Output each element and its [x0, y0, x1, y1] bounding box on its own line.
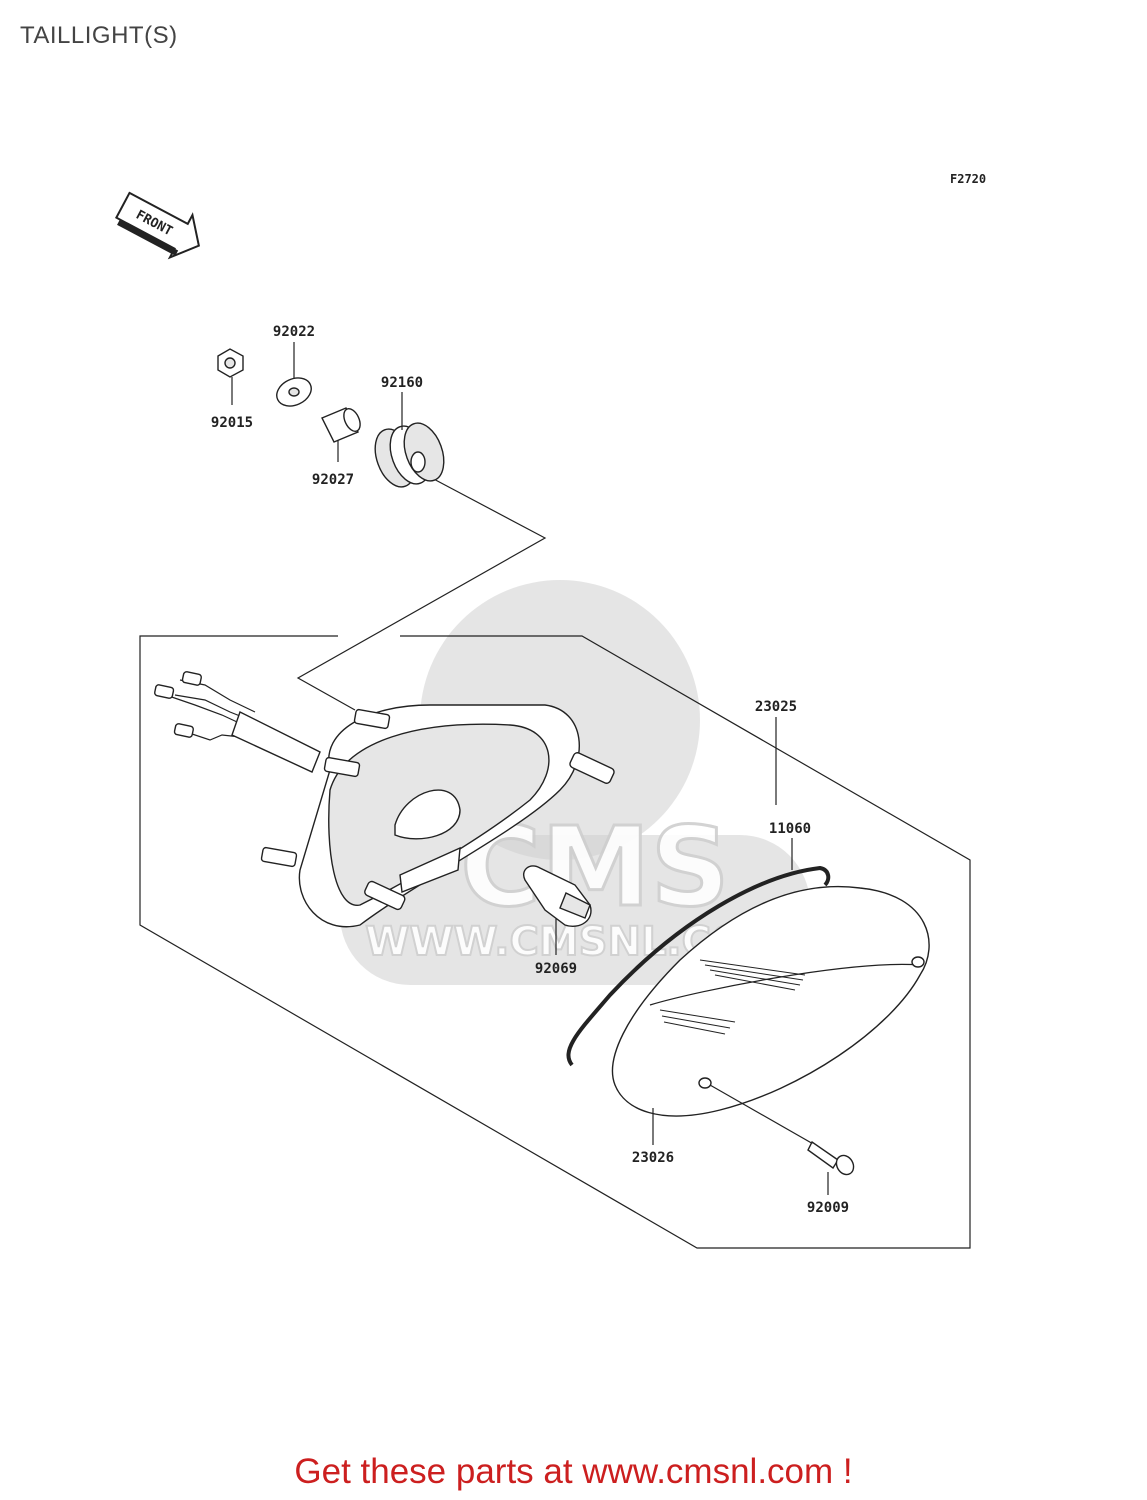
taillight-assembly-icon — [154, 671, 777, 928]
gasket-icon — [566, 838, 831, 1067]
figure-code: F2720 — [950, 172, 987, 186]
screw-icon — [709, 1084, 855, 1195]
lens-icon — [611, 885, 930, 1145]
part-label-92015[interactable]: 92015 — [211, 415, 253, 431]
part-label-92160[interactable]: 92160 — [381, 375, 423, 391]
part-label-92069[interactable]: 92069 — [535, 961, 577, 977]
part-label-11060[interactable]: 11060 — [769, 821, 811, 837]
part-label-92009[interactable]: 92009 — [807, 1200, 849, 1216]
washer-icon — [276, 342, 312, 407]
collar-icon — [321, 407, 361, 462]
part-label-23026[interactable]: 23026 — [632, 1150, 674, 1166]
part-label-92027[interactable]: 92027 — [312, 472, 354, 488]
front-arrow-icon: FRONT — [114, 191, 200, 260]
part-label-23025[interactable]: 23025 — [755, 699, 797, 715]
bulb-icon — [523, 865, 592, 955]
grommet-icon — [374, 392, 445, 488]
grommet-leader-line — [296, 475, 547, 711]
page-title: TAILLIGHT(S) — [20, 22, 178, 49]
part-label-92022[interactable]: 92022 — [273, 324, 315, 340]
footer-cta[interactable]: Get these parts at www.cmsnl.com ! — [294, 1452, 853, 1491]
flange-nut-icon — [217, 348, 244, 405]
assembly-bracket — [139, 635, 971, 1249]
